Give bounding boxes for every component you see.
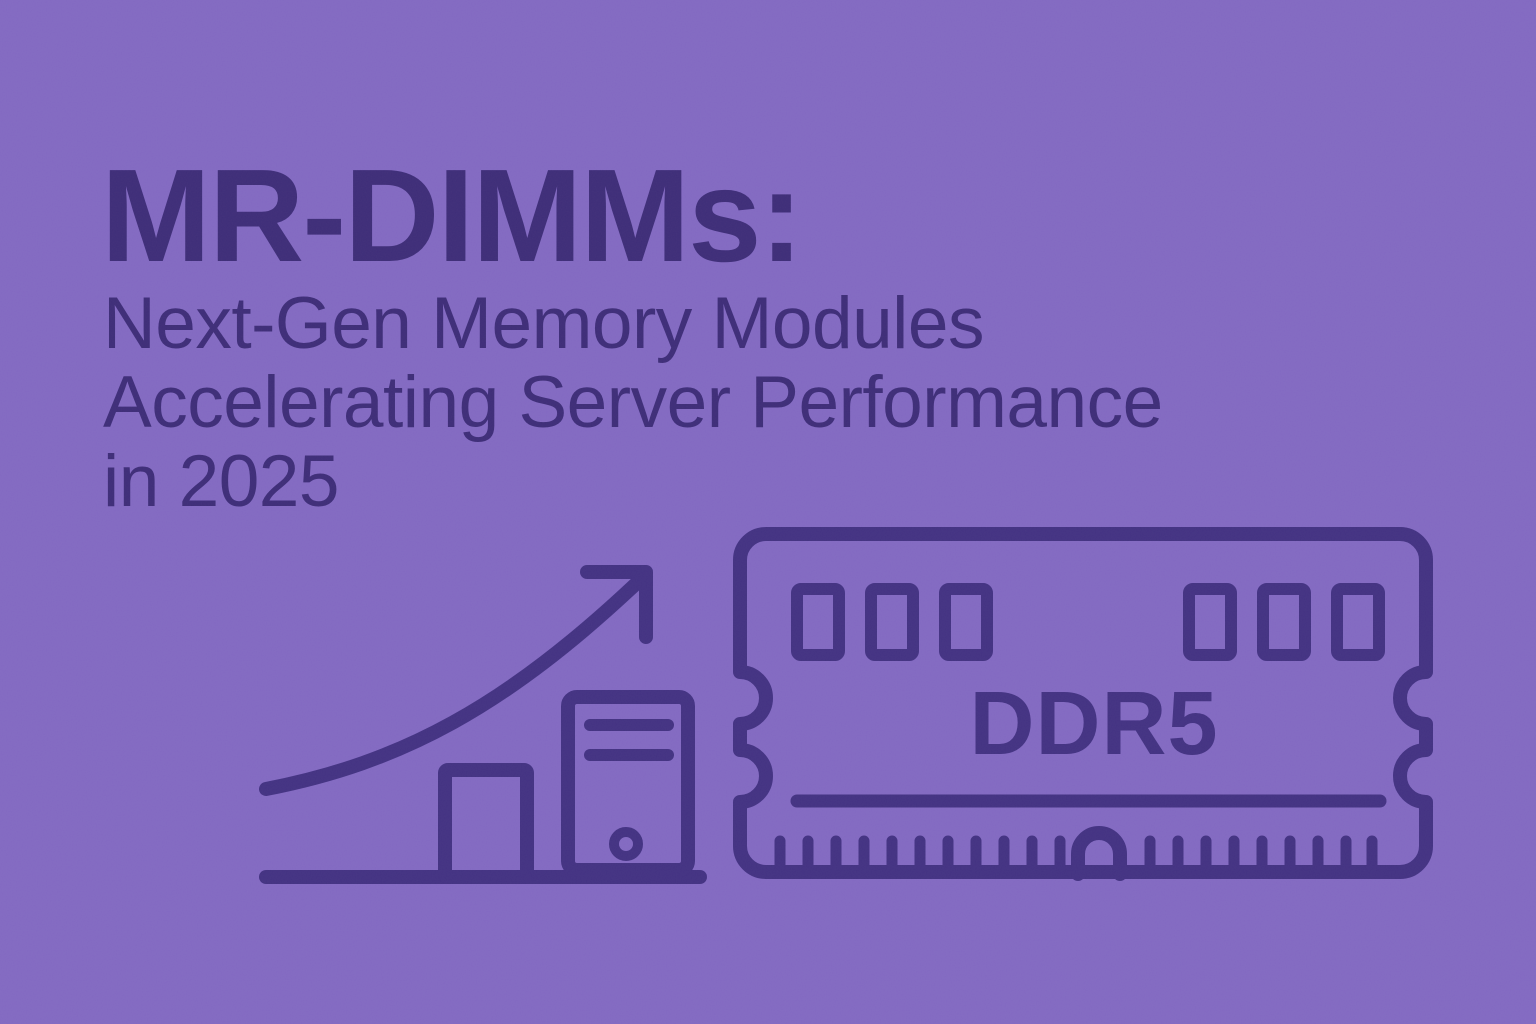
server-tower-icon: [561, 690, 695, 877]
chip-icon: [1257, 583, 1311, 661]
memory-module-icon: DDR5: [733, 527, 1433, 881]
chip-icon: [1331, 583, 1385, 661]
growth-chart-icon: [259, 565, 707, 884]
ddr5-label: DDR5: [969, 674, 1218, 774]
chip-icon: [791, 583, 845, 661]
memory-chips-left: [791, 583, 993, 661]
memory-chips-right: [1183, 583, 1385, 661]
bar-column-icon: [438, 763, 534, 884]
chip-icon: [939, 583, 993, 661]
server-power-button: [609, 827, 643, 861]
chip-icon: [1183, 583, 1237, 661]
chip-icon: [865, 583, 919, 661]
